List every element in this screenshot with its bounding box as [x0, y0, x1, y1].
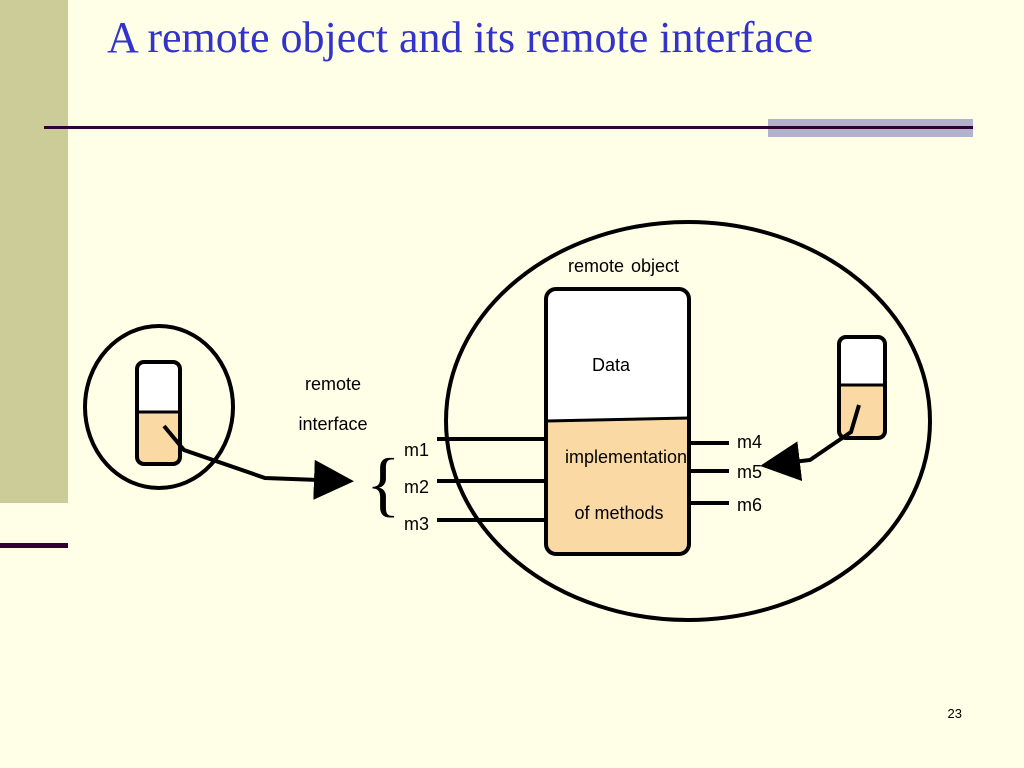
local-client-object-icon: [837, 335, 887, 440]
remote-object-box: [544, 287, 691, 556]
interface-brace: {: [366, 444, 401, 524]
method-label-m3: m3: [404, 514, 429, 534]
remote-interface-label-line1: remote: [305, 374, 361, 394]
side-decorative-band: [0, 0, 68, 503]
remote-interface-label-line2: interface: [298, 414, 367, 434]
client-invocation-arrow: [162, 424, 354, 500]
method-label-m6: m6: [737, 495, 762, 515]
server-process-circle: [444, 220, 932, 622]
title-rule-accent-line: [768, 126, 973, 129]
local-invocation-arrow: [760, 404, 861, 482]
method-label-m1: m1: [404, 440, 429, 460]
implementation-label-line1: implementation: [565, 447, 687, 467]
remote-object-label-part1: remote: [568, 256, 624, 276]
client-object-circle: [83, 324, 235, 490]
slide-title: A remote object and its remote interface: [107, 13, 814, 62]
title-rule: [44, 126, 970, 129]
page-number: 23: [947, 706, 962, 721]
client-object-icon: [135, 360, 182, 466]
method-label-m5: m5: [737, 462, 762, 482]
implementation-label-line2: of methods: [574, 503, 663, 523]
remote-object-label-part2: object: [631, 256, 679, 276]
method-label-m4: m4: [737, 432, 762, 452]
data-label: Data: [592, 355, 631, 375]
method-label-m2: m2: [404, 477, 429, 497]
side-decorative-mark: [0, 543, 68, 548]
